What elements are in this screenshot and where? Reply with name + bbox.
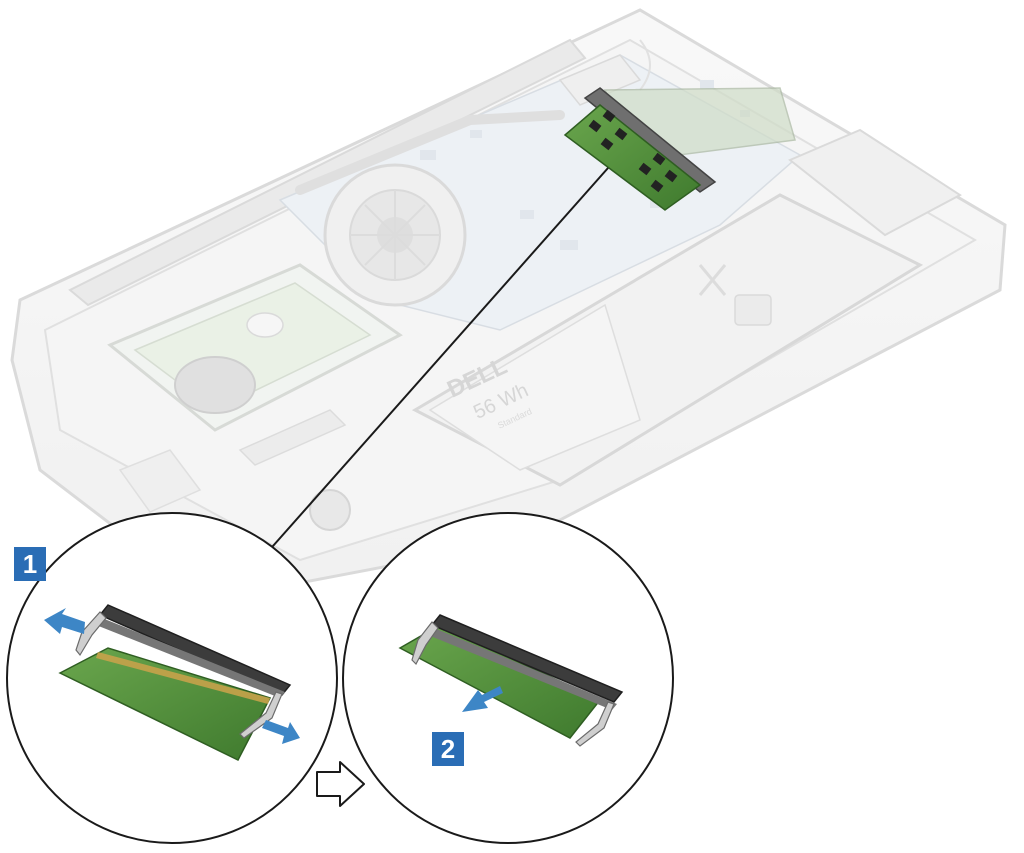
slot-clip-icon	[411, 621, 439, 666]
push-clip-left-arrow-icon	[44, 608, 85, 634]
step-number-2: 2	[432, 732, 464, 766]
remove-module-arrow-icon	[462, 686, 503, 712]
hard-drive-icon	[107, 263, 403, 432]
memory-slot	[430, 614, 624, 703]
callout-line	[264, 167, 609, 556]
cooling-fan-icon	[323, 163, 467, 307]
laptop-chassis: DELL 56 Wh Standard	[10, 8, 1007, 602]
next-step-arrow-icon	[316, 761, 365, 807]
slot-clip-icon	[575, 701, 615, 747]
push-clip-right-arrow-icon	[262, 720, 300, 744]
memory-slot-highlight	[563, 87, 796, 211]
step-2-detail	[342, 512, 674, 844]
step-1-detail	[6, 512, 338, 844]
step-number-1: 1	[14, 547, 46, 581]
slot-clip-icon	[239, 691, 283, 739]
